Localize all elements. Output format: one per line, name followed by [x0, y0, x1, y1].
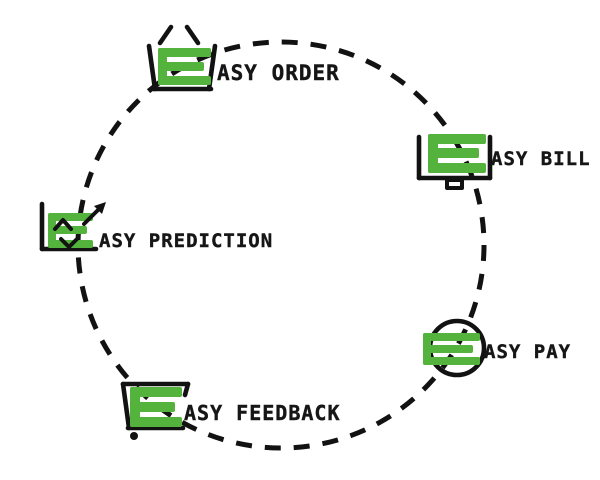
green-e-letter — [158, 48, 211, 85]
green-e-letter — [428, 134, 486, 173]
node-label-easy-feedback: ASY FEEDBACK — [184, 401, 341, 425]
caret-up-icon — [53, 218, 73, 231]
node-label-easy-pay: ASY PAY — [484, 341, 572, 363]
caret-down-icon — [59, 237, 79, 249]
coin-icon — [423, 318, 487, 378]
node-label-easy-order: ASY ORDER — [217, 61, 340, 85]
bill-box-icon — [416, 134, 493, 190]
trend-arrow-icon — [82, 202, 106, 226]
node-label-easy-bill: ASY BILL — [491, 148, 591, 170]
basket-icon — [146, 24, 218, 92]
node-label-easy-prediction: ASY PREDICTION — [99, 230, 274, 252]
green-e-letter — [423, 333, 480, 365]
green-e-letter — [130, 387, 182, 427]
cart-icon — [120, 381, 191, 440]
trend-chart-icon — [39, 201, 106, 252]
cart-wheel — [130, 432, 138, 440]
